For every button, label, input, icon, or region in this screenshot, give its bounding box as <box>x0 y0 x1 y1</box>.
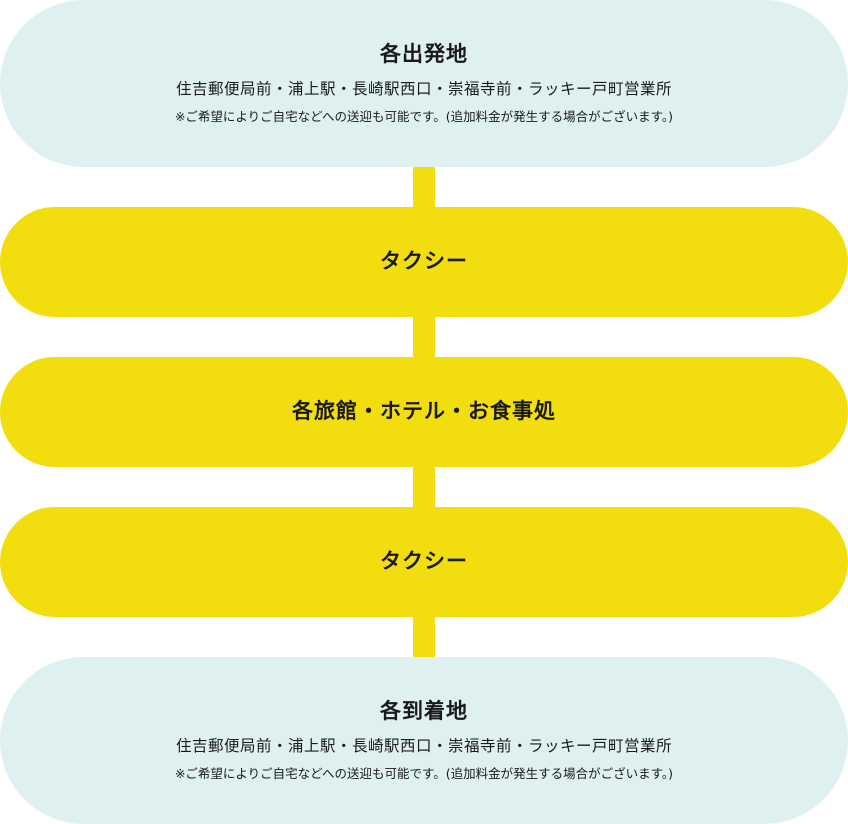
step-label: タクシー <box>380 249 468 274</box>
connector-line <box>413 310 435 364</box>
step-taxi-return: タクシー <box>0 507 848 617</box>
destination-title: 各到着地 <box>380 698 468 723</box>
connector-line <box>413 610 435 664</box>
step-label: タクシー <box>380 549 468 574</box>
destination-node: 各到着地 住吉郵便局前・浦上駅・長崎駅西口・崇福寺前・ラッキー戸町営業所 ※ご希… <box>0 657 848 824</box>
step-label: 各旅館・ホテル・お食事処 <box>292 399 556 424</box>
origin-note: ※ご希望によりご自宅などへの送迎も可能です。(追加料金が発生する場合がございます… <box>174 109 674 125</box>
destination-locations: 住吉郵便局前・浦上駅・長崎駅西口・崇福寺前・ラッキー戸町営業所 <box>175 736 672 755</box>
connector-line <box>413 160 435 214</box>
origin-title: 各出発地 <box>380 41 468 66</box>
connector-line <box>413 460 435 514</box>
origin-locations: 住吉郵便局前・浦上駅・長崎駅西口・崇福寺前・ラッキー戸町営業所 <box>175 79 672 98</box>
destination-note: ※ご希望によりご自宅などへの送迎も可能です。(追加料金が発生する場合がございます… <box>174 766 674 782</box>
step-venue: 各旅館・ホテル・お食事処 <box>0 357 848 467</box>
step-taxi-outbound: タクシー <box>0 207 848 317</box>
origin-node: 各出発地 住吉郵便局前・浦上駅・長崎駅西口・崇福寺前・ラッキー戸町営業所 ※ご希… <box>0 0 848 167</box>
